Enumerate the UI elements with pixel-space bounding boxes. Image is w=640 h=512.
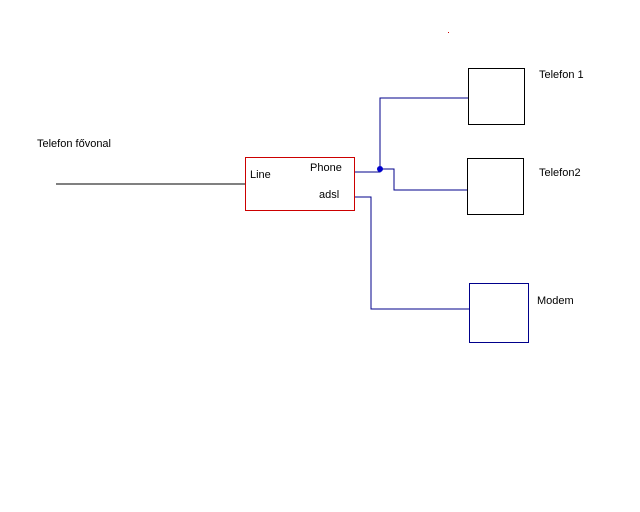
junction-dot <box>377 166 383 172</box>
telefon1-box <box>468 68 525 125</box>
stray-dot <box>448 32 449 33</box>
modem-wire <box>355 196 469 310</box>
telefon2-label: Telefon2 <box>539 167 581 179</box>
splitter-phone-label: Phone <box>310 162 342 174</box>
telefon1-wire <box>379 97 468 169</box>
main-line-label: Telefon fővonal <box>37 138 111 150</box>
phone-output-wire <box>355 169 381 173</box>
modem-label: Modem <box>537 295 574 307</box>
splitter-box <box>245 157 355 211</box>
splitter-adsl-label: adsl <box>319 189 339 201</box>
modem-box <box>469 283 529 343</box>
splitter-line-label: Line <box>250 169 271 181</box>
telefon2-wire <box>380 168 467 191</box>
telefon2-box <box>467 158 524 215</box>
telefon1-label: Telefon 1 <box>539 69 584 81</box>
